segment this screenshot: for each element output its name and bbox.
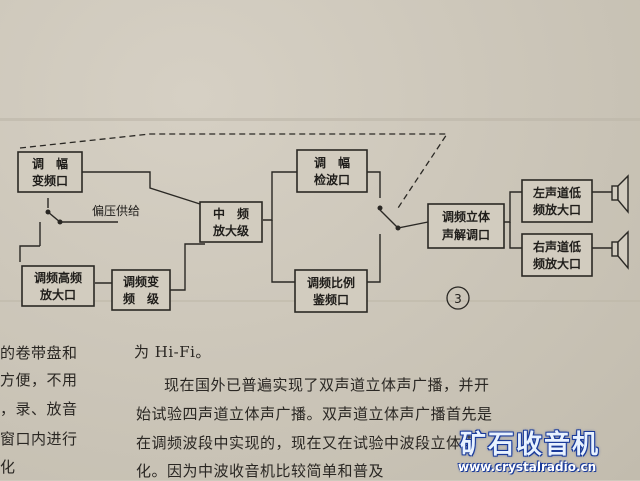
svg-text:鉴频口: 鉴频口 bbox=[312, 292, 349, 307]
left-text-line: 窗口内进行 bbox=[0, 430, 78, 448]
svg-text:调频变: 调频变 bbox=[123, 274, 159, 289]
site-watermark: 矿石收音机 www.crystalradio.cn bbox=[458, 424, 636, 480]
left-channel-amp-block: 左声道低 频放大口 bbox=[521, 179, 593, 223]
body-text-line: 为 Hi-Fi。 bbox=[134, 343, 211, 361]
svg-text:频放大口: 频放大口 bbox=[533, 202, 581, 217]
figure-number: 3 bbox=[446, 286, 470, 310]
svg-text:放大级: 放大级 bbox=[212, 223, 249, 238]
fm-mixer-block: 调频变 频 级 bbox=[111, 269, 171, 311]
am-mixer-block: 调 幅 变频口 bbox=[17, 151, 83, 193]
if-amp-block: 中 频 放大级 bbox=[199, 201, 263, 243]
svg-text:调频比例: 调频比例 bbox=[307, 275, 355, 290]
body-text-line: 化。因为中波收音机比较简单和普及 bbox=[136, 462, 385, 480]
body-text-line: 始试验四声道立体声广播。双声道立体声广播首先是 bbox=[136, 405, 493, 423]
body-text-line: 在调频波段中实现的，现在又在试验中波段立体声 bbox=[136, 434, 478, 452]
left-speaker-icon bbox=[611, 174, 629, 214]
left-text-line: 的卷带盘和 bbox=[0, 344, 78, 362]
fm-ratio-detector-block: 调频比例 鉴频口 bbox=[294, 269, 368, 313]
svg-text:放大口: 放大口 bbox=[39, 287, 76, 302]
left-text-line: 化 bbox=[0, 458, 16, 476]
left-text-line: 方便，不用 bbox=[0, 371, 78, 389]
svg-text:3: 3 bbox=[454, 292, 462, 306]
svg-text:调频高频: 调频高频 bbox=[34, 270, 82, 285]
block-diagram: 调 幅 变频口 偏压供给 调频高频 放大口 调频变 频 级 中 频 放大级 调 … bbox=[17, 133, 629, 313]
fm-rf-amp-block: 调频高频 放大口 bbox=[21, 265, 95, 307]
svg-text:频 级: 频 级 bbox=[123, 291, 159, 306]
svg-text:检波口: 检波口 bbox=[314, 172, 350, 187]
svg-text:调频立体: 调频立体 bbox=[442, 209, 491, 224]
watermark-url: www.crystalradio.cn bbox=[458, 460, 597, 474]
bias-supply-label: 偏压供给 bbox=[92, 203, 140, 218]
dashed-agc-line bbox=[19, 133, 449, 209]
page-fold-line bbox=[0, 118, 640, 121]
svg-text:变频口: 变频口 bbox=[32, 173, 68, 188]
watermark-title: 矿石收音机 bbox=[460, 430, 601, 460]
svg-text:调 幅: 调 幅 bbox=[32, 156, 68, 171]
body-text-line: 现在国外已普遍实现了双声道立体声广播，并开 bbox=[164, 376, 490, 394]
svg-text:左声道低: 左声道低 bbox=[532, 185, 581, 200]
right-channel-amp-block: 右声道低 频放大口 bbox=[521, 233, 593, 277]
stereo-decoder-block: 调频立体 声解调口 bbox=[427, 203, 505, 249]
svg-text:声解调口: 声解调口 bbox=[441, 227, 490, 242]
svg-text:调 幅: 调 幅 bbox=[314, 155, 350, 170]
svg-text:中 频: 中 频 bbox=[213, 206, 249, 221]
right-speaker-icon bbox=[611, 230, 629, 270]
left-text-line: ，录、放音 bbox=[0, 400, 78, 418]
svg-text:右声道低: 右声道低 bbox=[532, 239, 581, 254]
svg-text:频放大口: 频放大口 bbox=[533, 256, 581, 271]
am-detector-block: 调 幅 检波口 bbox=[296, 149, 368, 193]
